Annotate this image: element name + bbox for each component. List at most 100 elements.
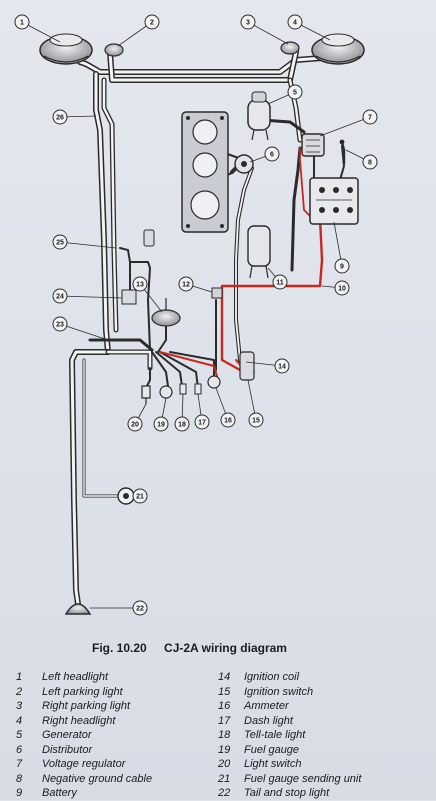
- callout-14: 14: [274, 358, 290, 374]
- callout-number: 20: [131, 422, 139, 429]
- callout-number: 10: [338, 286, 346, 293]
- legend-label: Negative ground cable: [42, 772, 153, 785]
- callout-circle: [127, 416, 143, 432]
- callout-number: 1: [20, 20, 24, 27]
- callout-number: 14: [278, 364, 286, 371]
- callout-circle: [174, 416, 190, 432]
- horn: [151, 298, 181, 327]
- callout-16: 16: [220, 412, 236, 428]
- callout-3: 3: [240, 14, 256, 30]
- legend-number: 19: [218, 743, 231, 756]
- callout-circle: [362, 109, 378, 125]
- callout-leader-3: [247, 21, 289, 45]
- legend-number: 17: [218, 714, 231, 727]
- callout-9: 9: [334, 258, 350, 274]
- legend-number: 9: [16, 787, 23, 799]
- callout-leader-23: [59, 323, 109, 341]
- callout-17: 17: [194, 414, 210, 430]
- legend-number: 7: [16, 758, 23, 770]
- legend-label: Distributor: [42, 743, 93, 756]
- callout-number: 7: [368, 115, 372, 122]
- legend-number: 16: [218, 700, 231, 712]
- legend-item: 22 Tail and stop light: [218, 786, 418, 801]
- callout-number: 22: [136, 606, 144, 613]
- junction-block: [121, 289, 137, 305]
- legend-label: Dash light: [244, 714, 293, 727]
- callout-number: 26: [56, 115, 64, 122]
- legend-number: 6: [16, 743, 23, 756]
- callout-number: 17: [198, 420, 206, 427]
- legend-label: Ignition switch: [244, 685, 314, 698]
- callout-number: 8: [368, 160, 372, 167]
- callout-circle: [240, 14, 256, 30]
- legend-item: 14 Ignition coil: [218, 670, 418, 685]
- legend-number: 2: [16, 685, 23, 698]
- callout-circle: [132, 276, 148, 292]
- legend-label: Fuel gauge sending unit: [244, 772, 362, 785]
- callout-circle: [178, 276, 194, 292]
- callout-number: 24: [56, 294, 64, 301]
- legend-item: 17 Dash light: [218, 714, 418, 729]
- callout-circle: [334, 280, 350, 296]
- legend-column-right: 14 Ignition coil 15 Ignition switch 16 Ammete…: [218, 670, 418, 801]
- legend-number: 14: [218, 671, 231, 683]
- callout-number: 13: [136, 282, 144, 289]
- legend-label: Battery: [42, 787, 77, 799]
- callout-number: 25: [56, 240, 64, 247]
- callout-number: 9: [340, 264, 344, 271]
- legend-label: Tail and stop light: [244, 787, 330, 799]
- callout-circle: [52, 316, 68, 332]
- callout-number: 4: [293, 20, 297, 27]
- figure-caption: Fig. 10.20 CJ-2A wiring diagram: [92, 641, 412, 655]
- legend-item: 16 Ammeter: [218, 699, 418, 714]
- dash-light: [194, 383, 202, 395]
- callout-number: 21: [136, 494, 144, 501]
- callout-22: 22: [132, 600, 148, 616]
- legend-number: 4: [16, 714, 23, 727]
- legend-number: 1: [16, 671, 23, 683]
- callout-circle: [52, 288, 68, 304]
- callout-number: 11: [276, 280, 284, 287]
- callout-circle: [362, 154, 378, 170]
- callout-number: 3: [246, 20, 250, 27]
- callout-2: 2: [144, 14, 160, 30]
- ammeter: [207, 375, 221, 389]
- right-headlight: [311, 33, 365, 65]
- legend-number: 22: [218, 787, 231, 799]
- wiring-diagram: 1234567891011121314151617181920212223242…: [14, 14, 378, 616]
- bleed-through-texture: [258, 300, 436, 630]
- legend-label: Ignition coil: [244, 671, 300, 683]
- legend-label: Left headlight: [42, 671, 109, 683]
- callout-10: 10: [334, 280, 350, 296]
- callout-circle: [274, 358, 290, 374]
- instrument-panel: [181, 111, 229, 233]
- legend-item: 15 Ignition switch: [218, 685, 418, 700]
- junction-connector: [211, 287, 223, 299]
- callout-12: 12: [178, 276, 194, 292]
- ignition-coil: [247, 225, 271, 279]
- callout-circle: [264, 146, 280, 162]
- callout-circle: [272, 274, 288, 290]
- generator: [247, 91, 271, 141]
- legend-label: Ammeter: [244, 700, 289, 712]
- right-parking-light: [280, 41, 300, 55]
- callout-25: 25: [52, 234, 68, 250]
- callout-11: 11: [272, 274, 288, 290]
- callout-number: 12: [182, 282, 190, 289]
- legend-number: 15: [218, 685, 231, 698]
- fuel-gauge-sending-unit: [117, 487, 135, 505]
- light-switch: [141, 385, 151, 404]
- callout-circle: [287, 14, 303, 30]
- distributor: [234, 154, 254, 174]
